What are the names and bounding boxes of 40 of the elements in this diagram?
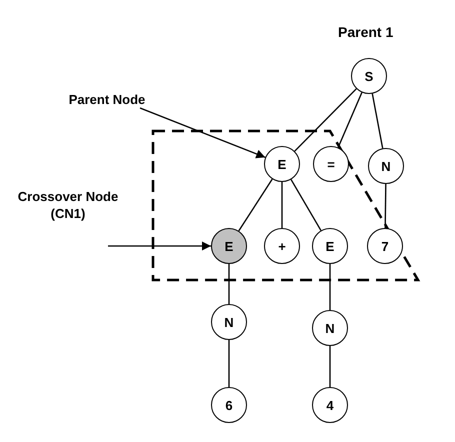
leader-arrow bbox=[140, 107, 266, 158]
node-symbol: E bbox=[278, 156, 286, 172]
tree-edge bbox=[329, 346, 331, 387]
node-symbol: 7 bbox=[381, 238, 389, 254]
tree-node-circle bbox=[211, 228, 247, 264]
tree-node-circle bbox=[211, 304, 247, 340]
callout-label: Parent Node bbox=[68, 91, 146, 108]
tree-edge bbox=[290, 179, 322, 231]
node-symbol: E bbox=[224, 238, 234, 254]
tree-node-circle bbox=[264, 228, 300, 264]
node-symbol: S bbox=[364, 68, 374, 84]
tree-edge bbox=[228, 264, 230, 304]
node-symbol: E bbox=[326, 238, 334, 254]
tree-node-circle bbox=[312, 387, 348, 423]
tree-edge bbox=[338, 92, 362, 148]
tree-node-circle bbox=[211, 387, 247, 423]
node-symbol: 4 bbox=[326, 398, 334, 412]
tree-node-circle bbox=[313, 146, 349, 182]
leader-arrow bbox=[108, 241, 211, 251]
node-symbol: N bbox=[224, 314, 234, 330]
node-symbol: N bbox=[381, 158, 391, 174]
node-symbol: 6 bbox=[225, 398, 233, 412]
tree-edge bbox=[372, 94, 384, 148]
title: Parent 1 bbox=[338, 24, 394, 40]
callout-label: Crossover Node (CN1) bbox=[16, 188, 120, 222]
tree-node-circle bbox=[351, 58, 387, 94]
tree-node-circle bbox=[264, 146, 300, 182]
tree-node-circle bbox=[367, 228, 403, 264]
tree-edge bbox=[294, 88, 357, 152]
node-symbol: + bbox=[278, 238, 286, 254]
tree-edge bbox=[329, 264, 331, 310]
tree-edge bbox=[281, 182, 283, 228]
tree-node-circle bbox=[368, 148, 404, 184]
tree-edge bbox=[384, 184, 386, 228]
tree-node-circle bbox=[312, 228, 348, 264]
node-symbol: = bbox=[327, 156, 335, 172]
tree-edge bbox=[228, 340, 230, 387]
tree-node-circle bbox=[312, 310, 348, 346]
node-symbol: N bbox=[325, 320, 335, 336]
tree-edge bbox=[238, 178, 273, 232]
